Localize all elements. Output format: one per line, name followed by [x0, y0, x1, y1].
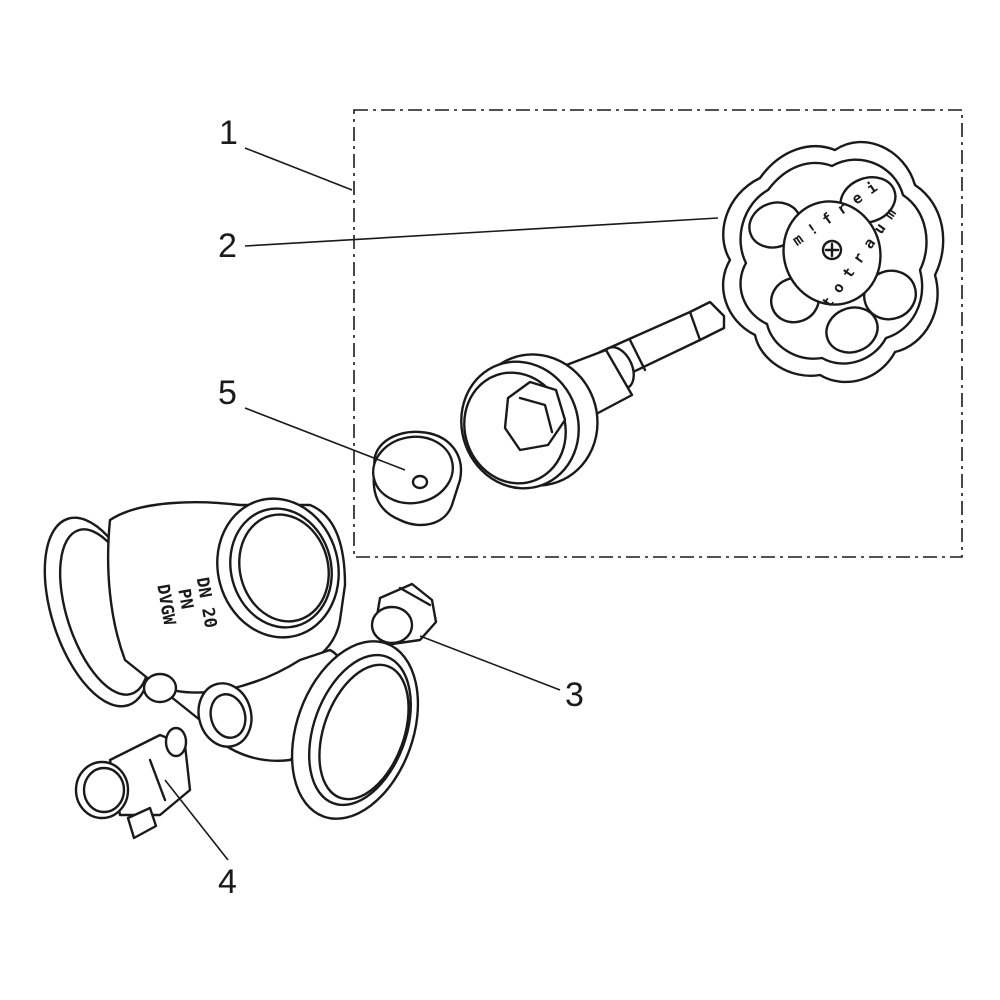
washer-face: [371, 435, 455, 505]
washer-hole: [411, 474, 429, 490]
assembly-boundary: [353, 109, 963, 558]
callout-1: 1: [219, 114, 238, 152]
callout-4: 4: [218, 863, 237, 901]
callout-3: 3: [565, 676, 584, 714]
drain-valve: [74, 726, 192, 840]
spoke-window-4: [825, 306, 879, 354]
drain-plug-face: [370, 605, 414, 645]
callout-2: 2: [218, 227, 237, 265]
spoke-window-3: [863, 269, 917, 321]
handwheel: m ! f r e i t o t r a u m: [721, 140, 945, 384]
leader-5: [244, 407, 406, 471]
hose-nozzle: [126, 806, 158, 840]
cast-marking-line2: PN: [173, 587, 196, 611]
leader-3: [419, 635, 561, 691]
valve-top-part: [460, 300, 726, 490]
hub-screw: [821, 239, 843, 261]
callout-5: 5: [218, 374, 237, 412]
leader-2: [244, 217, 719, 247]
leader-1: [244, 147, 353, 191]
leader-4: [164, 779, 229, 861]
drain-plug: [370, 582, 438, 646]
sealing-washer: [371, 430, 463, 527]
valve-body: DN 20 PN DVGW: [43, 497, 420, 820]
